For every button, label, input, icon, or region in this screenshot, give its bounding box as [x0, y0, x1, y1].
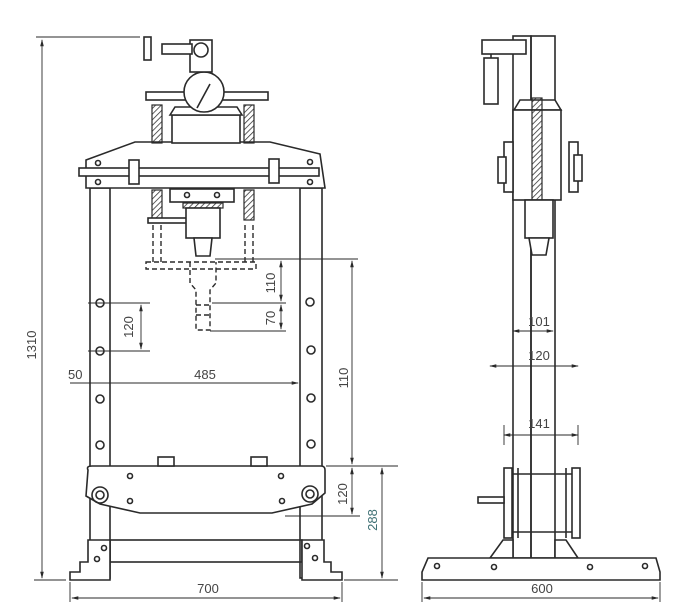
side-view: [421, 35, 661, 581]
dim-hole-spacing: 120: [121, 316, 136, 338]
dim-ram-stroke: 110: [263, 273, 278, 294]
crossbeam-rod: [78, 167, 320, 177]
dim-working-height: 110: [336, 368, 351, 389]
dim-bed-height: 120: [335, 483, 350, 505]
front-view: [36, 36, 343, 581]
pump-handle-knob: [143, 36, 152, 61]
cylinder-body: [171, 114, 241, 144]
right-post: [299, 187, 323, 579]
ram: [185, 207, 221, 239]
front-dimension-lines: [34, 39, 398, 602]
dim-total-width: 700: [197, 581, 219, 596]
side-dimension-lines: [421, 329, 661, 602]
dim-column-depth-mid: 120: [528, 348, 550, 363]
side-base: [421, 557, 661, 581]
press-bed: [85, 465, 326, 514]
pump-handle-arm: [161, 43, 193, 55]
dim-inner-width: 485: [194, 367, 216, 382]
spring-right-bottom: [243, 189, 255, 221]
left-foot: [69, 539, 111, 581]
ram-tip: [193, 237, 213, 257]
dim-total-height: 1310: [24, 331, 39, 360]
dim-post-width: 50: [68, 367, 82, 382]
ram-extended-outline: [145, 225, 257, 331]
dimension-labels: 1310 120 110 70 50 485 110 120 288 700 1…: [24, 273, 553, 596]
right-foot: [301, 539, 343, 581]
top-crossbeam: [85, 141, 326, 189]
dim-bed-to-floor: 288: [365, 509, 380, 531]
spring-left-top: [151, 104, 163, 144]
dim-base-depth: 600: [531, 581, 553, 596]
pressure-gauge: [183, 71, 225, 113]
dim-column-depth-top: 101: [528, 314, 550, 329]
pump-lever: [481, 39, 527, 55]
post-holes: [95, 297, 316, 450]
base-crossbar: [109, 539, 303, 563]
dim-ram-extension: 70: [263, 311, 278, 325]
spring-left-bottom: [151, 189, 163, 221]
spring-right-top: [243, 104, 255, 144]
dim-column-depth-bed: 141: [528, 416, 550, 431]
